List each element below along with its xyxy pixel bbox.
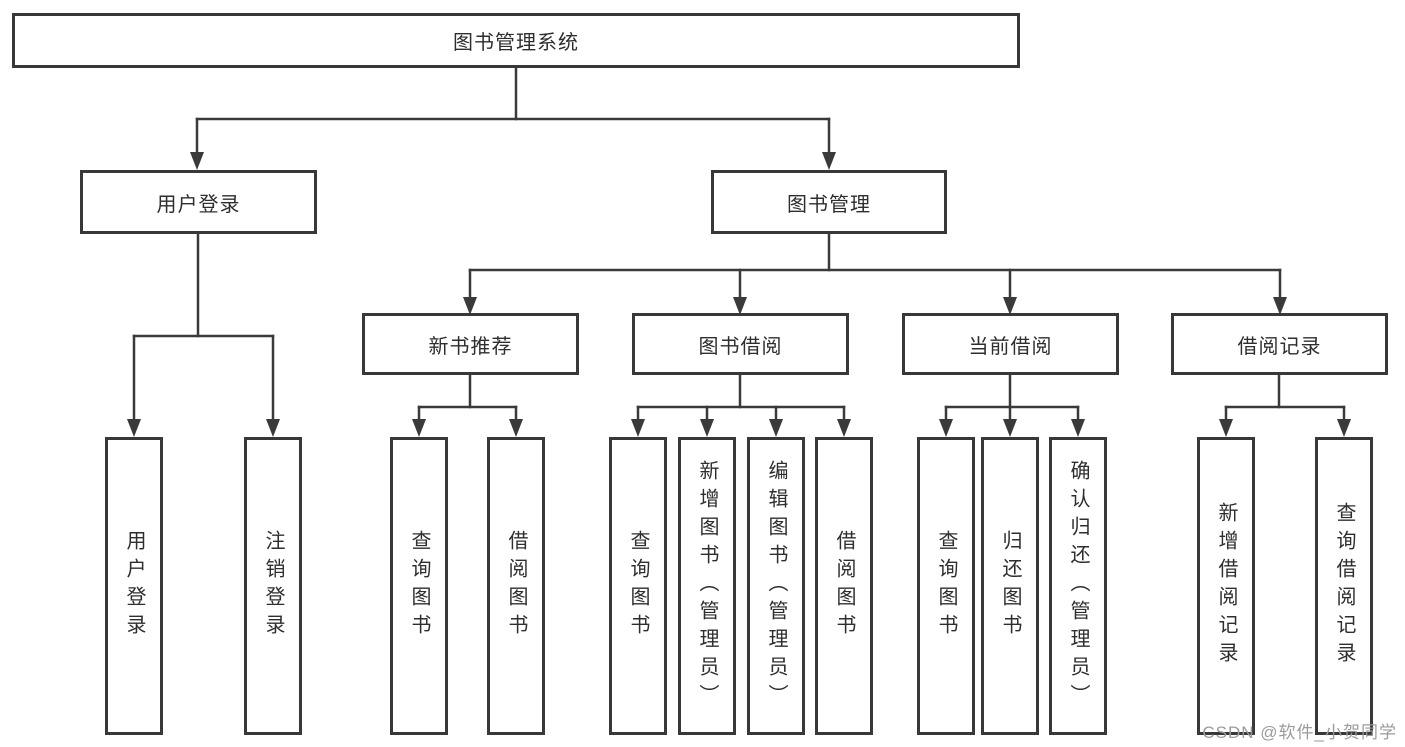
leaf-user-login: 用户登录	[105, 437, 163, 735]
leaf-query-books-recommend: 查询图书	[390, 437, 448, 735]
leaf-return-books: 归还图书	[981, 437, 1039, 735]
node-book-management: 图书管理	[711, 170, 947, 234]
node-borrow-records: 借阅记录	[1171, 313, 1388, 375]
arrowheads	[127, 152, 1351, 437]
leaf-edit-books-admin: 编辑图书（管理员）	[747, 437, 805, 735]
node-book-borrow: 图书借阅	[632, 313, 849, 375]
leaf-borrow-books-recommend: 借阅图书	[487, 437, 545, 735]
leaf-borrow-books: 借阅图书	[815, 437, 873, 735]
node-new-book-recommend: 新书推荐	[362, 313, 579, 375]
node-root: 图书管理系统	[12, 13, 1020, 68]
node-current-borrow: 当前借阅	[902, 313, 1119, 375]
csdn-watermark: CSDN @软件_小贺同学	[1202, 723, 1397, 742]
leaf-query-books-current: 查询图书	[917, 437, 975, 735]
leaf-confirm-return-admin: 确认归还（管理员）	[1049, 437, 1107, 735]
leaf-add-borrow-record: 新增借阅记录	[1197, 437, 1255, 735]
leaf-query-borrow-record: 查询借阅记录	[1315, 437, 1373, 735]
leaf-query-books-borrow: 查询图书	[609, 437, 667, 735]
leaf-add-books-admin: 新增图书（管理员）	[678, 437, 736, 735]
leaf-logout: 注销登录	[244, 437, 302, 735]
node-user-login: 用户登录	[80, 170, 317, 234]
